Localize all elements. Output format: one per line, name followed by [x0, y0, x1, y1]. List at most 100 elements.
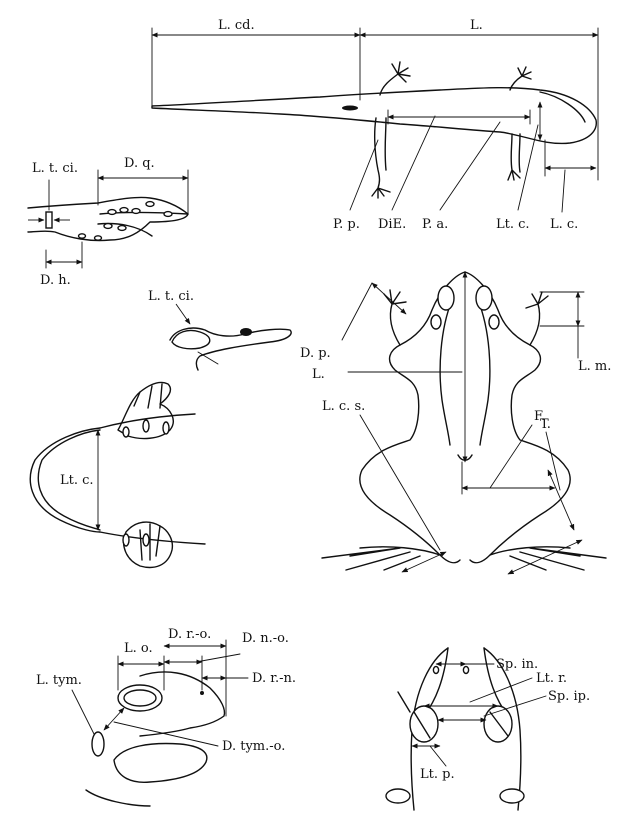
finger-pad [142, 419, 150, 433]
dp-leader [341, 282, 373, 341]
lower-hand-fingers [139, 523, 161, 561]
tubercle [145, 200, 155, 208]
dorsolateral-fold-right [477, 299, 491, 446]
lc-leader [561, 169, 566, 213]
ltym-leader [71, 689, 95, 735]
label-dno: D. n.-o. [242, 631, 289, 646]
label-ltym: L. tym. [36, 673, 82, 688]
frog-hindfoot-left [321, 546, 441, 571]
head-outline-inner [37, 429, 101, 531]
label-femur: F. [534, 409, 545, 424]
label-dro: D. r.-o. [168, 627, 211, 642]
nostril [200, 691, 204, 695]
toe-tip [240, 328, 252, 336]
salamander-hindlimb-upper [379, 61, 411, 96]
label-lc: L. c. [550, 217, 578, 232]
finger-pad [142, 533, 150, 547]
limb-left-ventral [385, 788, 411, 804]
frog-forearm-right [525, 291, 549, 346]
frog-figure: D. p. L. L. m. L. c. s. F. T. [300, 271, 611, 575]
label-tibia: T. [540, 417, 551, 432]
lower-hand [122, 521, 174, 569]
frog-eye-left [437, 285, 455, 311]
tubercle-length-ref [197, 351, 219, 365]
foot-length-left-dimension [401, 551, 447, 573]
tympanum [91, 731, 105, 757]
hand-figure: L. t. ci. D. q. D. h. [27, 156, 189, 288]
tubercle [163, 210, 173, 218]
upper-hand-fingers [133, 383, 163, 409]
lower-body-line [99, 531, 206, 545]
dtymo-leader [113, 721, 219, 747]
finger-line-lower [97, 222, 153, 237]
head-side-figure: L. o. D. r.-o. D. n.-o. D. r.-n. L. tym.… [36, 627, 296, 807]
salamander-body [151, 87, 597, 145]
limb-right-ventral [499, 788, 525, 804]
tympanum-right [488, 314, 500, 330]
frog-right-outline [464, 271, 571, 564]
salamander-forelimb-lower [507, 133, 521, 181]
ltr-leader [469, 677, 533, 703]
head-profile-top [139, 671, 226, 737]
salamander-hindlimb-lower-inner [384, 117, 387, 171]
frog-eye-right [475, 285, 493, 311]
femur-leader [489, 424, 533, 489]
upper-hand [117, 381, 174, 440]
spip-leader [483, 695, 547, 717]
dp-dimension [371, 282, 407, 315]
head-outline-outer [29, 427, 101, 533]
tibia-dimension [547, 469, 575, 531]
label-dp: D. p. [300, 346, 331, 361]
head-ventral-figure: Sp. in. Lt. r. Sp. ip. Lt. p. [385, 647, 590, 811]
label-pp: P. p. [333, 217, 360, 232]
salamander-head-line [539, 91, 586, 123]
lcs-leader [359, 414, 441, 551]
salamander-forelimb-lower-inner [518, 133, 521, 173]
side-mark-left [397, 691, 411, 713]
frog-left-outline [359, 271, 466, 564]
label-dq: D. q. [124, 156, 155, 171]
cloaca-mark [342, 105, 358, 111]
label-hand-ltci: L. t. ci. [32, 161, 78, 176]
tubercle [93, 235, 103, 241]
nostril-left-ventral [432, 665, 440, 675]
label-dh: D. h. [40, 273, 71, 288]
jaw-outline [113, 742, 208, 783]
head-width-figure: Lt. c. [29, 381, 206, 569]
label-lo: L. o. [124, 641, 153, 656]
label-ltp: Lt. p. [420, 767, 455, 782]
ventral-outline-right [483, 647, 522, 811]
label-die: DiE. [378, 217, 406, 232]
label-pa: P. a. [422, 217, 448, 232]
eye-left-hatch [413, 711, 431, 739]
foot-tubercle-figure: L. t. ci. [148, 289, 292, 371]
upper-body-line [99, 413, 196, 429]
label-tail-length: L. cd. [218, 18, 255, 33]
tympanum-eye-dimension [103, 707, 125, 731]
carpal-tubercle [45, 211, 53, 229]
label-foot-ltci: L. t. ci. [148, 289, 194, 304]
pp-leader [349, 139, 379, 211]
finger-pad [122, 533, 130, 547]
label-body-length: L. [470, 18, 483, 33]
tympanum-left [430, 314, 442, 330]
label-spin: Sp. in. [496, 657, 538, 672]
tubercle [131, 207, 141, 215]
tubercle [117, 224, 127, 232]
tubercle [107, 208, 117, 216]
foot-outline [169, 327, 292, 371]
label-head-width: Lt. c. [60, 473, 94, 488]
tibia-leader [545, 431, 561, 491]
tubercle [77, 233, 87, 239]
tubercle [119, 206, 129, 214]
throat-line [85, 789, 151, 807]
frog-forearm-left [383, 289, 407, 346]
label-ltc: Lt. c. [496, 217, 530, 232]
nostril-right-ventral [462, 665, 470, 675]
eye [123, 689, 157, 707]
ltp-leader [429, 745, 447, 767]
tubercle [103, 222, 113, 230]
die-leader [391, 115, 436, 211]
